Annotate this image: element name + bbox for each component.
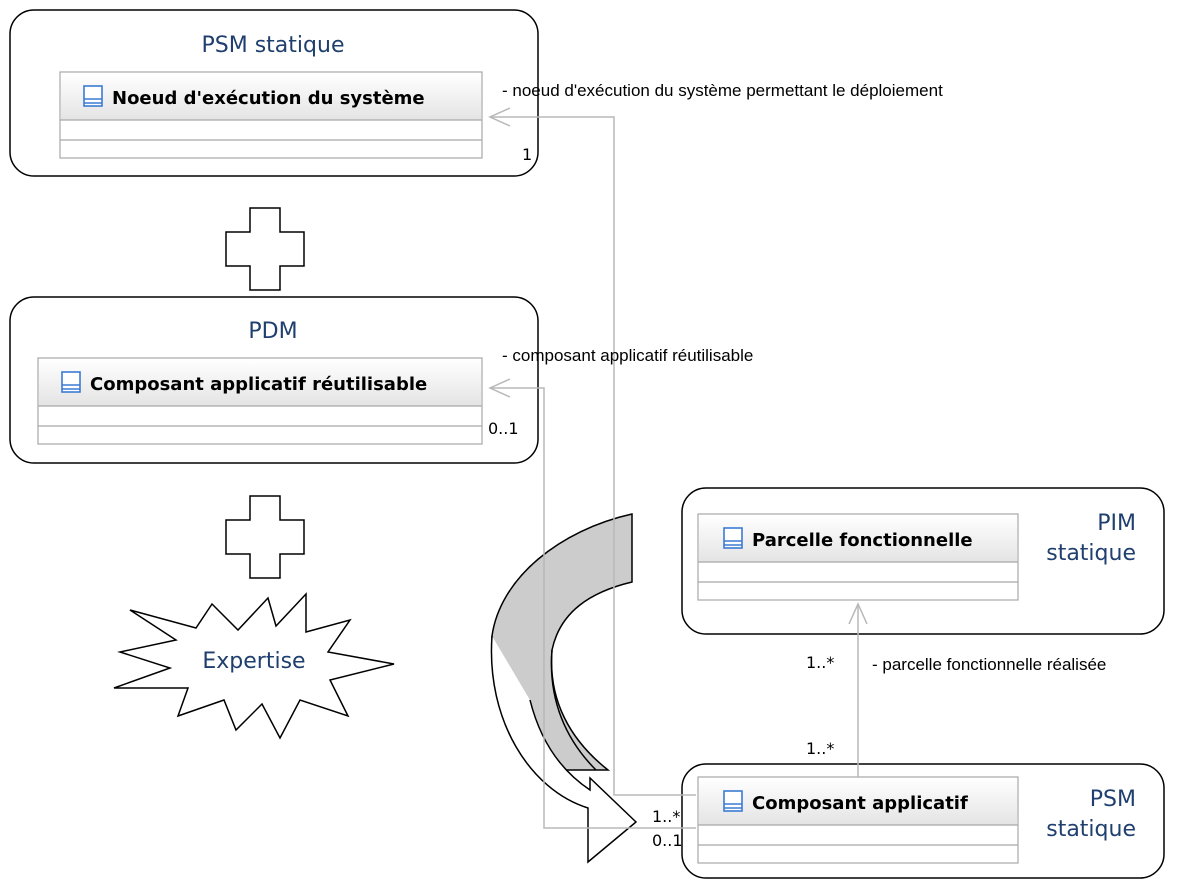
class-header [61,73,481,120]
association-parcelle[interactable]: - parcelle fonctionnelle réalisée 1..* 1… [806,602,1106,777]
package-psm-top[interactable]: PSM statique Noeud d'exécution du systèm… [9,9,539,177]
class-header [699,515,1017,562]
arrow-band [490,635,638,864]
multiplicity-label: 0..1 [488,419,519,438]
class-name: Parcelle fonctionnelle [752,530,973,551]
expertise-label: Expertise [202,649,305,674]
multiplicity-label: 1..* [806,653,834,672]
association-reutilisable[interactable]: - composant applicatif réutilisable 0..1… [488,346,753,850]
arrowhead-open [848,602,868,625]
association-noeud[interactable]: - noeud d'exécution du système permettan… [488,81,943,826]
package-title: PDM [248,319,297,344]
role-label: - composant applicatif réutilisable [502,346,753,365]
class-icon [723,527,743,549]
package-pim[interactable]: PIM statique Parcelle fonctionnelle [681,487,1165,635]
arrowhead-open [488,107,511,127]
plus-symbol [225,495,305,579]
plus-symbol [225,207,305,291]
class-composant-reutilisable[interactable]: Composant applicatif réutilisable [37,357,483,445]
multiplicity-label: 1 [522,145,532,164]
transformation-arrow [490,513,638,864]
starburst-shape [113,592,395,740]
class-name: Noeud d'exécution du système [112,88,425,109]
role-label: - noeud d'exécution du système permettan… [502,81,943,100]
expertise-burst: Expertise [113,592,395,740]
package-pdm[interactable]: PDM Composant applicatif réutilisable [9,296,539,464]
package-psm-bottom[interactable]: PSM statique Composant applicatif [681,763,1165,879]
multiplicity-label: 1..* [806,739,834,758]
class-header [699,778,1017,825]
package-title: PSM [1090,787,1136,812]
class-icon [83,85,103,107]
arrow-inner-edge [550,649,597,771]
class-composant-applicatif[interactable]: Composant applicatif [697,776,1019,864]
class-name: Composant applicatif [752,793,968,814]
class-header [39,359,481,406]
role-label: - parcelle fonctionnelle réalisée [872,655,1106,674]
package-title: statique [1046,541,1136,566]
package-title: PIM [1097,511,1136,536]
arrowhead-open [488,378,511,398]
multiplicity-label: 0..1 [652,831,683,850]
class-icon [61,371,81,393]
package-title: PSM statique [202,33,345,58]
class-parcelle-fonctionnelle[interactable]: Parcelle fonctionnelle [697,513,1019,601]
class-noeud-execution[interactable]: Noeud d'exécution du système [59,71,483,159]
package-title: statique [1046,817,1136,842]
association-line [490,116,696,796]
class-icon [723,790,743,812]
class-name: Composant applicatif réutilisable [90,374,427,395]
association-line [490,387,696,829]
multiplicity-label: 1..* [652,807,680,826]
